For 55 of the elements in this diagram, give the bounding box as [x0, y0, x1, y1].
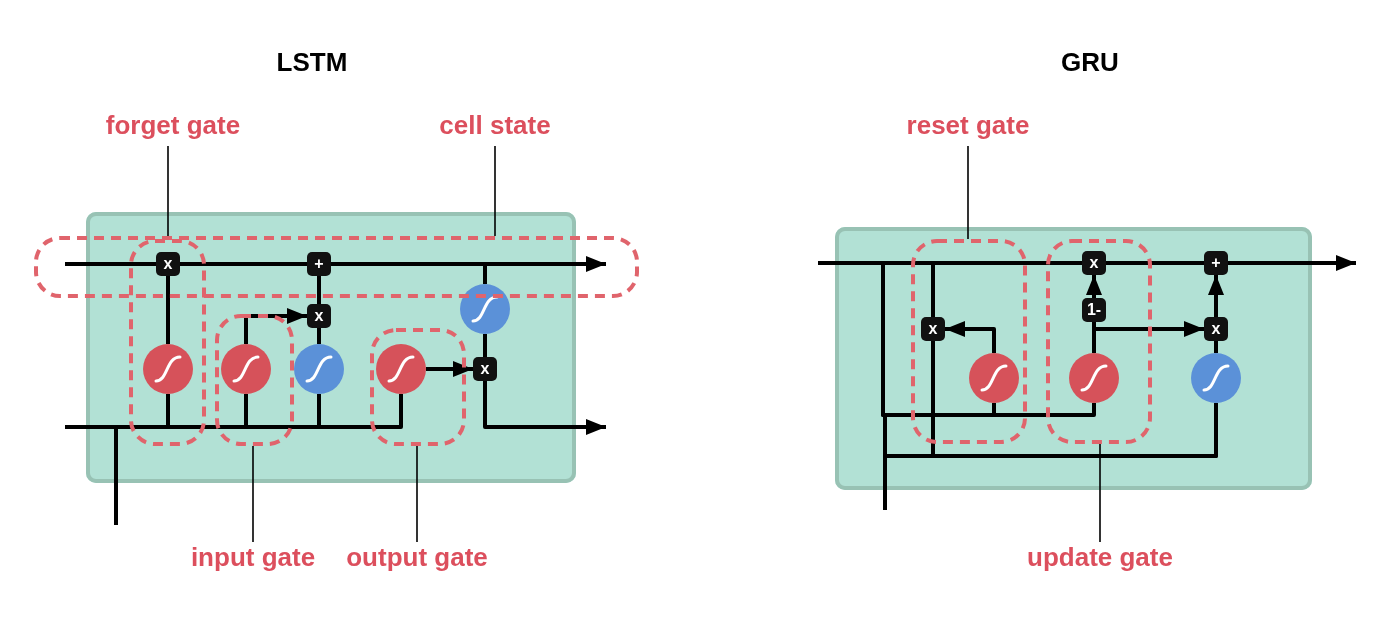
- activation-circle: [143, 344, 193, 394]
- activation-circle: [221, 344, 271, 394]
- gate-label: reset gate: [906, 110, 1030, 141]
- arrow: [331, 256, 606, 272]
- connector-line: [317, 276, 321, 304]
- activation-circle: [294, 344, 344, 394]
- connector-line: [1106, 261, 1204, 265]
- leader-line: [494, 145, 496, 237]
- connector-line: [180, 262, 307, 266]
- leader-line: [416, 445, 418, 543]
- activation-circle: [376, 344, 426, 394]
- connector-line: [166, 276, 170, 344]
- activation-circle: [460, 284, 510, 334]
- leader-line: [967, 145, 969, 240]
- activation-circle: [1191, 353, 1241, 403]
- arrow: [1086, 275, 1102, 298]
- panel-title: GRU: [1061, 46, 1119, 78]
- pointwise-operation: x: [1082, 251, 1106, 275]
- pointwise-operation: +: [1204, 251, 1228, 275]
- gate-label: cell state: [439, 110, 551, 141]
- dashed-outline: [1046, 239, 1152, 444]
- leader-line: [252, 445, 254, 543]
- pointwise-operation: x: [473, 357, 497, 381]
- arrow: [945, 321, 996, 353]
- cell-box: [835, 227, 1312, 490]
- connector-line: [65, 262, 156, 266]
- connector-line: [483, 334, 487, 357]
- activation-circle: [1069, 353, 1119, 403]
- leader-line: [1099, 443, 1101, 543]
- arrow: [1208, 275, 1224, 317]
- connector-line: [317, 328, 321, 344]
- pointwise-operation: x: [307, 304, 331, 328]
- dashed-outline: [370, 328, 466, 446]
- panel-title: LSTM: [276, 46, 348, 78]
- dashed-outline: [911, 239, 1027, 444]
- pointwise-operation: 1-: [1082, 298, 1106, 322]
- arrow: [244, 308, 307, 344]
- arrow: [1092, 321, 1204, 353]
- pointwise-operation: x: [1204, 317, 1228, 341]
- gate-label: input gate: [190, 542, 316, 573]
- arrow: [1228, 255, 1356, 271]
- connector-line: [483, 264, 487, 284]
- pointwise-operation: x: [156, 252, 180, 276]
- gate-label: output gate: [346, 542, 488, 573]
- connector-line: [1214, 341, 1218, 353]
- pointwise-operation: +: [307, 252, 331, 276]
- dashed-outline: [215, 314, 294, 446]
- activation-circle: [969, 353, 1019, 403]
- arrow: [426, 361, 473, 377]
- cell-box: [86, 212, 576, 483]
- gate-label: update gate: [1027, 542, 1173, 573]
- arrow: [483, 381, 606, 435]
- gate-label: forget gate: [105, 110, 241, 141]
- pointwise-operation: x: [921, 317, 945, 341]
- dashed-outline: [34, 236, 639, 298]
